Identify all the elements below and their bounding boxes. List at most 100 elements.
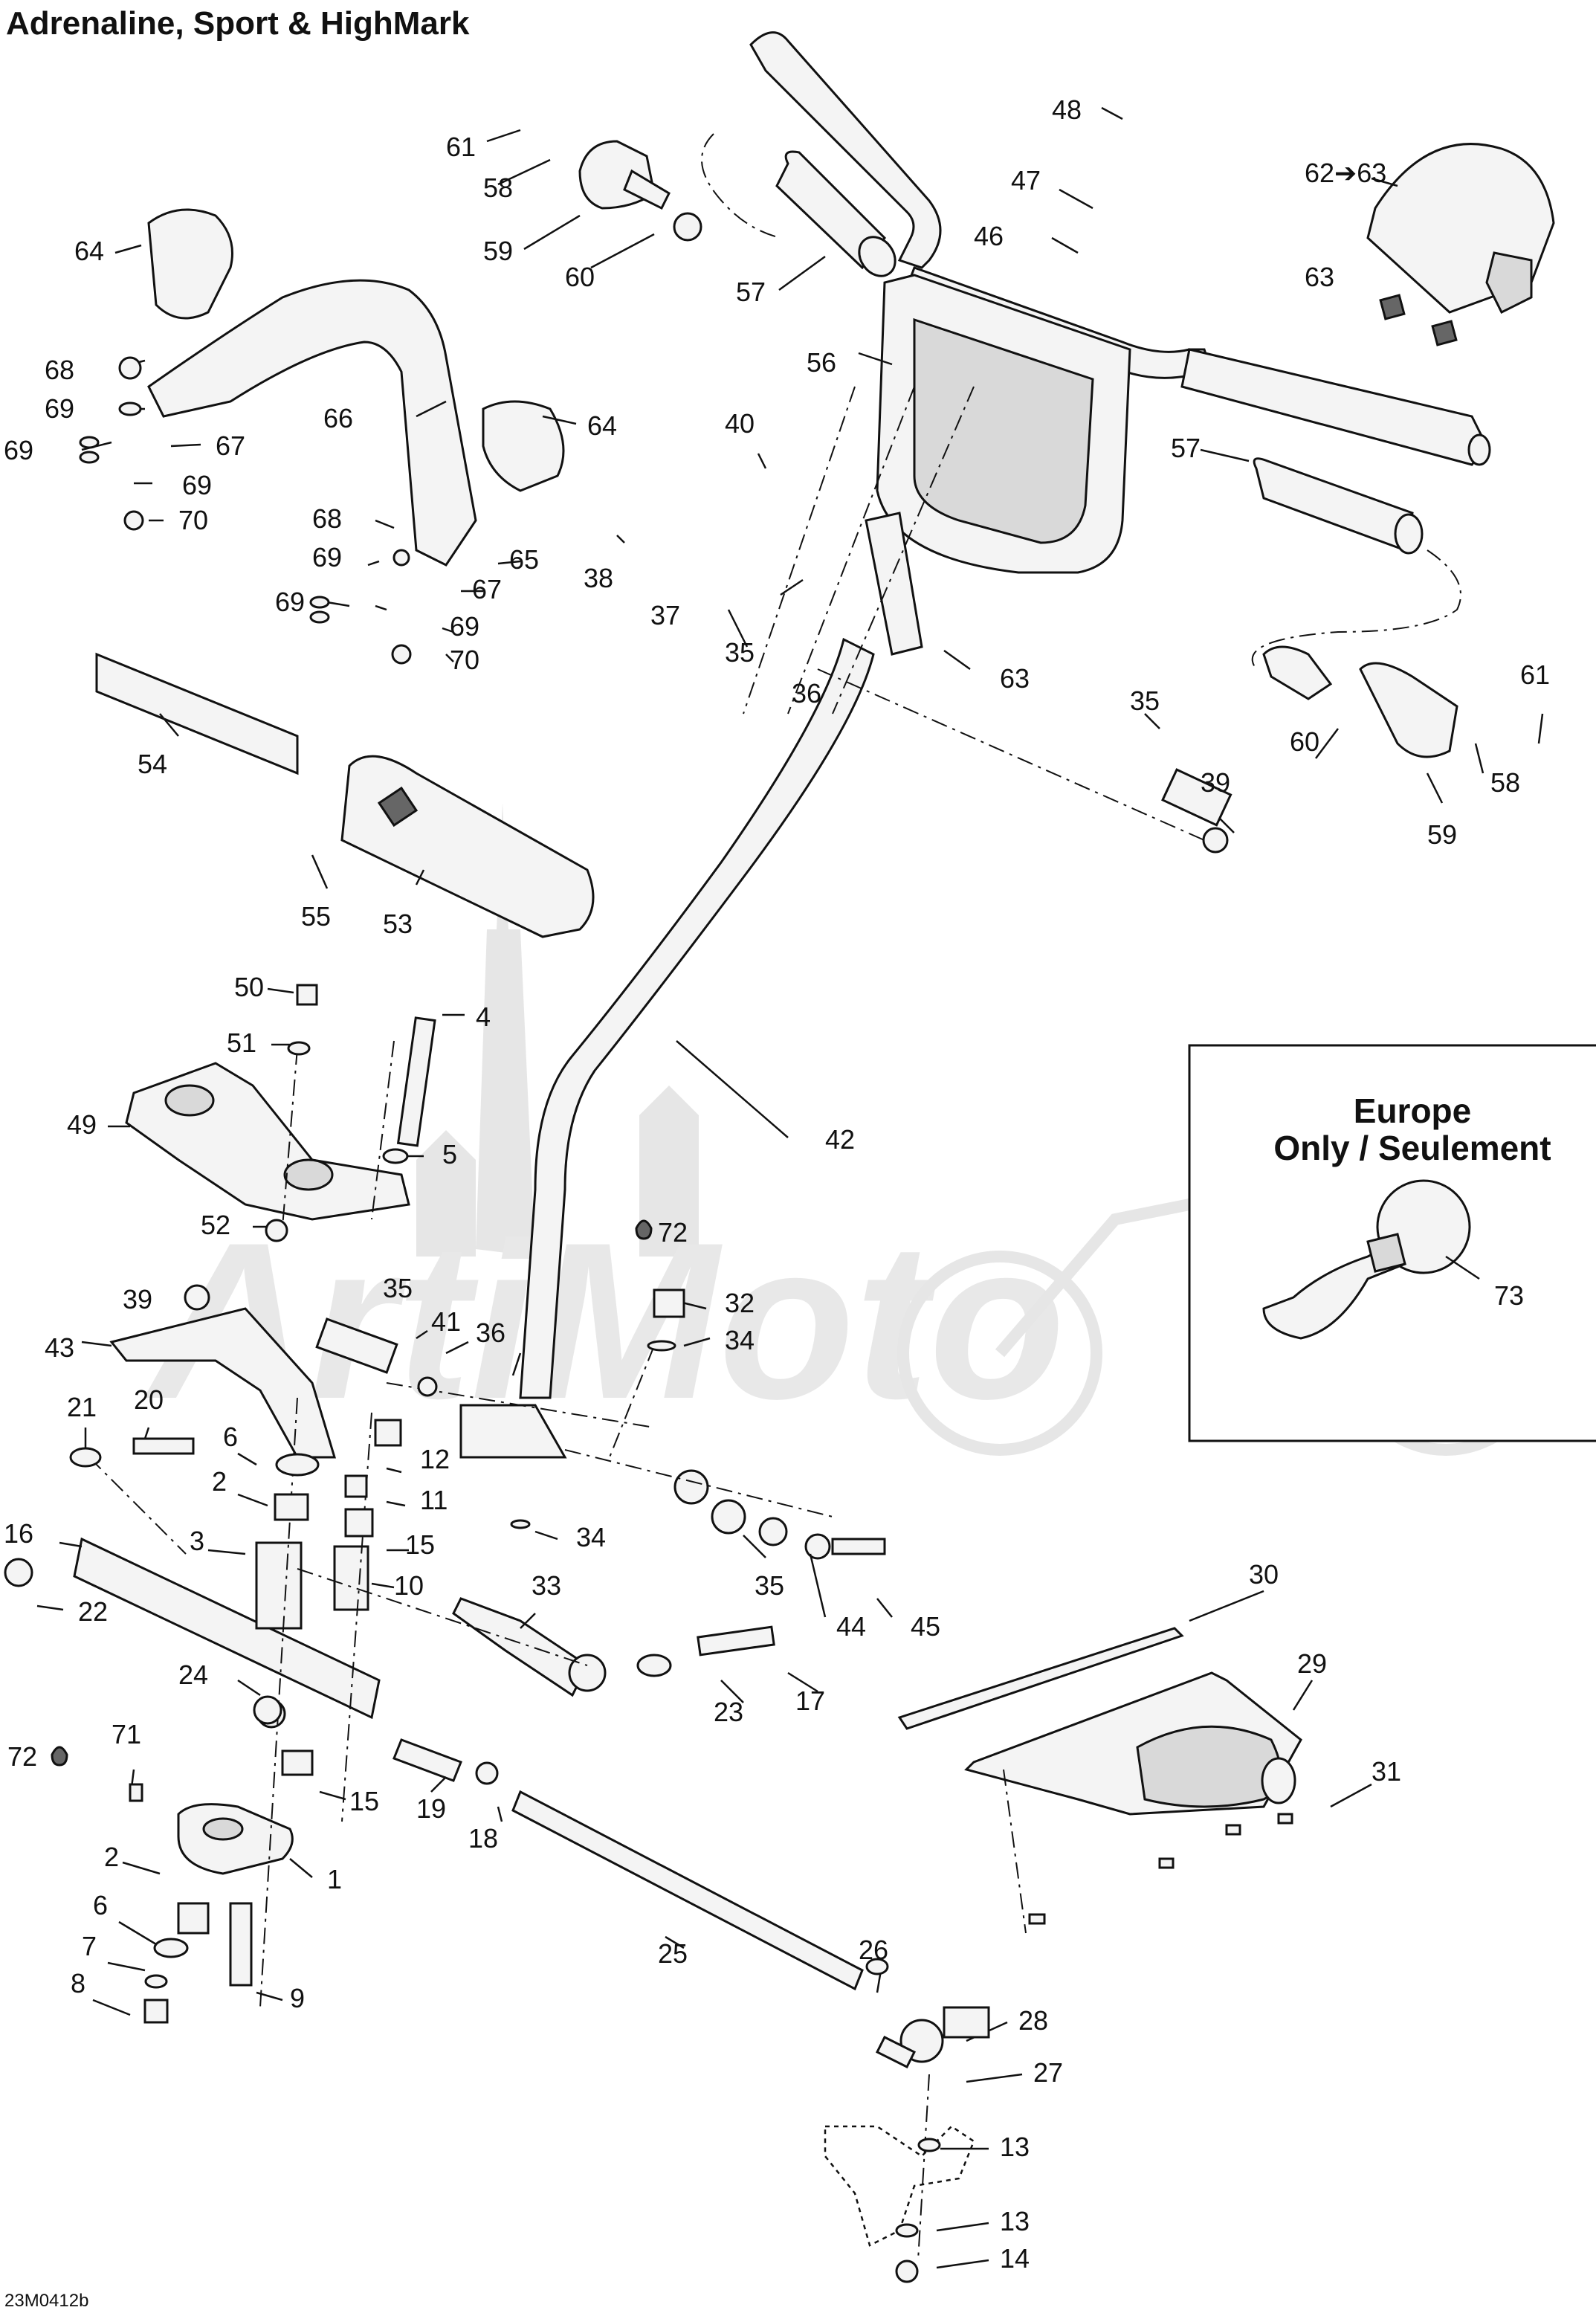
clamp-35-center: [315, 1317, 398, 1374]
callout-67: 67: [216, 430, 245, 461]
callout-32: 32: [725, 1288, 755, 1318]
callout-17: 17: [795, 1686, 825, 1716]
callout-72: 72: [658, 1217, 688, 1248]
grip-57-left: [775, 150, 896, 277]
callout-27: 27: [1033, 2057, 1063, 2088]
callout-14: 14: [1000, 2243, 1030, 2274]
callout-69: 69: [45, 393, 74, 424]
callout-63: 63: [1000, 663, 1030, 694]
assembly-axes: [88, 133, 1461, 2261]
callout-8: 8: [71, 1968, 85, 1999]
callout-69: 69: [450, 611, 479, 642]
callout-70: 70: [450, 645, 479, 675]
inset-title-line2: Only / Seulement: [1273, 1129, 1551, 1167]
horn-73: [1262, 1179, 1471, 1340]
steering-column-42: [519, 512, 923, 1399]
callout-9: 9: [290, 1983, 305, 2013]
callout-61: 61: [1520, 659, 1550, 690]
callout-1: 1: [327, 1864, 342, 1894]
callout-33: 33: [532, 1570, 561, 1601]
callout-13: 13: [1000, 2206, 1030, 2236]
callout-42: 42: [825, 1124, 855, 1155]
callout-64: 64: [74, 236, 104, 266]
callout-61: 61: [446, 132, 476, 162]
callout-41: 41: [431, 1306, 461, 1337]
callout-51: 51: [227, 1028, 256, 1058]
callout-52: 52: [201, 1210, 230, 1240]
callout-69: 69: [182, 470, 212, 500]
callout-65: 65: [509, 544, 539, 575]
callout-68: 68: [45, 355, 74, 385]
callout-36: 36: [476, 1317, 505, 1348]
grip-57-right: [1253, 457, 1424, 555]
callout-13: 13: [1000, 2132, 1030, 2162]
callout-40: 40: [725, 408, 755, 439]
callout-66: 66: [323, 403, 353, 433]
callout-35: 35: [1130, 686, 1160, 716]
callout-2: 2: [104, 1842, 119, 1872]
callout-69: 69: [275, 587, 305, 617]
callout-48: 48: [1052, 94, 1082, 125]
bolt-4: [396, 1016, 436, 1147]
callout-71: 71: [112, 1719, 141, 1749]
europe-inset: Europe Only / Seulement 73: [1188, 1044, 1596, 1442]
callout-46: 46: [974, 221, 1004, 251]
callout-39: 39: [123, 1284, 152, 1315]
callout-45: 45: [911, 1611, 940, 1642]
pitman-arm-1: [177, 1803, 294, 1875]
callout-2: 2: [212, 1466, 227, 1497]
steering-block-33: [452, 1404, 607, 1697]
callout-60: 60: [565, 262, 595, 292]
callout-35: 35: [725, 637, 755, 668]
callout-6: 6: [223, 1422, 238, 1452]
hardware-pieces: [4, 294, 1458, 2238]
drawing-code: 23M0412b: [4, 2291, 88, 2311]
pad-53: [340, 755, 595, 938]
callout-34: 34: [725, 1325, 755, 1355]
spindle: [824, 2125, 975, 2283]
handlebar-pad-63: [1366, 143, 1555, 315]
page-title: Adrenaline, Sport & HighMark: [6, 5, 470, 42]
callout-47: 47: [1011, 165, 1041, 196]
callout-43: 43: [45, 1332, 74, 1363]
handlebar-56: [749, 31, 1491, 574]
part-callouts: 61 58 59 60 57 48 47 46 62➔63 63 64 68 6…: [4, 94, 1550, 2274]
callout-36: 36: [792, 678, 821, 709]
callout-23: 23: [714, 1697, 743, 1727]
callout-59: 59: [1427, 819, 1457, 850]
callout-34: 34: [576, 1522, 606, 1552]
callout-25: 25: [658, 1938, 688, 1969]
callout-28: 28: [1018, 2005, 1048, 2036]
callout-49: 49: [67, 1109, 97, 1140]
inset-title-line1: Europe: [1354, 1091, 1471, 1130]
callout-50: 50: [234, 972, 264, 1002]
boot-29: [964, 1671, 1302, 1816]
callout-39: 39: [1201, 767, 1230, 798]
callout-54: 54: [138, 749, 167, 779]
callout-4: 4: [476, 1001, 491, 1032]
callout-58: 58: [1490, 767, 1520, 798]
inset-label-73: 73: [1494, 1280, 1524, 1311]
callout-37: 37: [650, 600, 680, 630]
callout-63: 63: [1305, 262, 1334, 292]
callout-15: 15: [349, 1786, 379, 1816]
callout-44: 44: [836, 1611, 866, 1642]
callout-18: 18: [468, 1823, 498, 1854]
callout-16: 16: [4, 1518, 33, 1549]
mirror-59-right: [1262, 645, 1458, 758]
callout-10: 10: [394, 1570, 424, 1601]
callout-35: 35: [755, 1570, 784, 1601]
callout-57: 57: [1171, 433, 1201, 463]
callout-53: 53: [383, 909, 413, 939]
callout-3: 3: [190, 1526, 204, 1556]
callout-30: 30: [1249, 1559, 1279, 1590]
callout-11: 11: [420, 1485, 448, 1515]
callout-69: 69: [4, 435, 33, 465]
callout-5: 5: [442, 1139, 457, 1170]
callout-38: 38: [584, 563, 613, 593]
callout-31: 31: [1372, 1756, 1401, 1787]
spacer-3: [255, 1541, 303, 1630]
callout-26: 26: [859, 1935, 888, 1965]
callout-24: 24: [178, 1659, 208, 1690]
callout-57: 57: [736, 277, 766, 307]
